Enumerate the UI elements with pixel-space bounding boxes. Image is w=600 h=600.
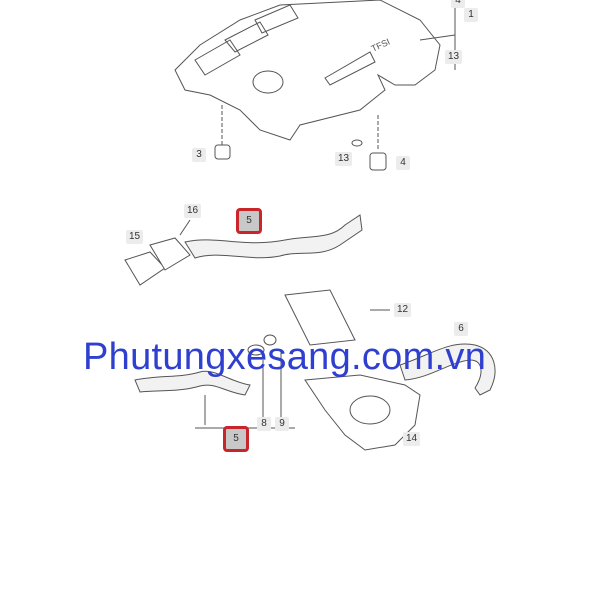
- label-6: 6: [454, 322, 468, 336]
- label-13-cover: 13: [445, 50, 463, 64]
- label-4-top: 4: [451, 0, 465, 8]
- cover-badge: [324, 51, 376, 86]
- label-5-bottom-highlighted[interactable]: 5: [223, 426, 249, 452]
- label-8: 8: [257, 417, 271, 431]
- washer-13: [351, 139, 363, 147]
- hose-6: [399, 343, 496, 396]
- cover-fin: [254, 4, 299, 34]
- pipe-5-top: [184, 214, 363, 259]
- cover-oil-cap: [252, 70, 284, 94]
- label-9: 9: [275, 417, 289, 431]
- label-13-washer: 13: [335, 152, 353, 166]
- bolt-16: [179, 219, 191, 236]
- grommet-3: [214, 144, 231, 160]
- seal-8: [247, 344, 265, 356]
- seal-9: [263, 334, 277, 346]
- cover-fin: [224, 21, 269, 53]
- label-3: 3: [192, 148, 206, 162]
- label-15: 15: [126, 230, 144, 244]
- label-5-top-highlighted[interactable]: 5: [236, 208, 262, 234]
- label-1: 1: [464, 8, 478, 22]
- separator-cover: [349, 395, 391, 425]
- engine-cover: [174, 0, 441, 141]
- flange: [149, 237, 191, 271]
- egr-flange: [284, 289, 356, 346]
- label-4: 4: [396, 156, 410, 170]
- watermark: Phutungxesang.com.vn: [83, 336, 487, 378]
- cover-fin: [194, 39, 241, 76]
- pipe-5-bottom: [134, 370, 251, 396]
- label-12: 12: [394, 303, 412, 317]
- grommet-4: [369, 152, 387, 171]
- label-14: 14: [403, 432, 421, 446]
- label-16: 16: [184, 204, 202, 218]
